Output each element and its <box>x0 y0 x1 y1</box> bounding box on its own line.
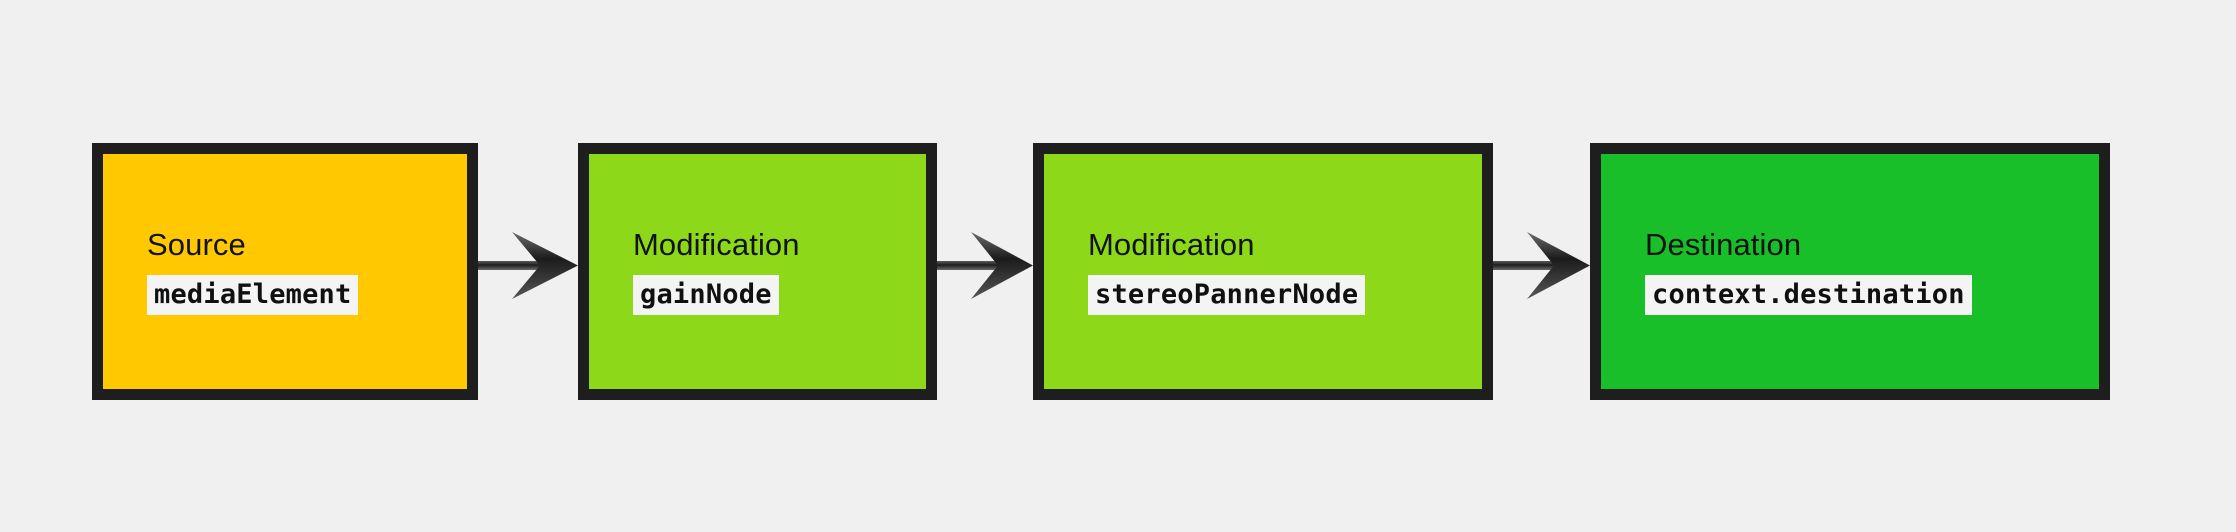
node-modification-panner-title: Modification <box>1088 226 1255 262</box>
node-modification-gain-code: gainNode <box>633 274 779 316</box>
node-destination-code: context.destination <box>1645 274 1972 316</box>
node-source-title: Source <box>147 226 246 262</box>
connector-source-to-gain <box>478 232 578 299</box>
node-modification-gain[interactable]: Modification gainNode <box>578 143 937 400</box>
node-modification-panner-code: stereoPannerNode <box>1088 274 1366 316</box>
node-source[interactable]: Source mediaElement <box>92 143 478 400</box>
connector-panner-to-destination <box>1493 232 1590 299</box>
connector-gain-to-panner <box>937 232 1033 299</box>
node-destination[interactable]: Destination context.destination <box>1590 143 2110 400</box>
node-modification-panner[interactable]: Modification stereoPannerNode <box>1033 143 1493 400</box>
node-source-code: mediaElement <box>147 274 359 316</box>
node-modification-gain-title: Modification <box>633 226 800 262</box>
node-destination-title: Destination <box>1645 226 1802 262</box>
